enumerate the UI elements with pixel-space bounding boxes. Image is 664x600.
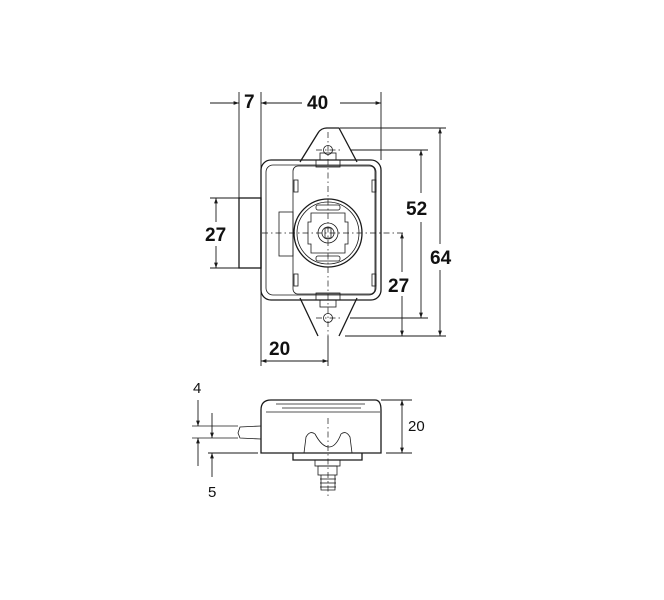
side-view [192,399,382,498]
front-dimensions: 7 40 52 64 27 27 20 [205,92,452,366]
cylinder-core [307,212,349,254]
side-dimensions: 20 4 5 [193,380,425,501]
top-mounting-tab [299,127,358,163]
lock-body-inner [265,164,377,296]
dim-left-height: 27 [205,225,226,246]
dim-bottom-width: 20 [269,339,290,360]
dim-hole-spacing: 52 [406,199,427,220]
stud-base [314,459,341,467]
dim-top-offset: 7 [244,92,255,113]
latch-slide [278,211,294,257]
dim-side-bottom: 5 [208,484,216,501]
dim-overall-height: 64 [430,248,452,269]
bottom-mounting-tab [299,297,358,337]
dim-side-height: 20 [408,418,425,435]
dim-width: 40 [307,93,328,114]
latch-bolt [238,197,262,269]
front-view [238,127,405,337]
side-body [260,399,382,454]
dim-right-half-height: 27 [388,276,409,297]
inner-plate [292,165,376,295]
dim-side-top: 4 [193,380,201,397]
